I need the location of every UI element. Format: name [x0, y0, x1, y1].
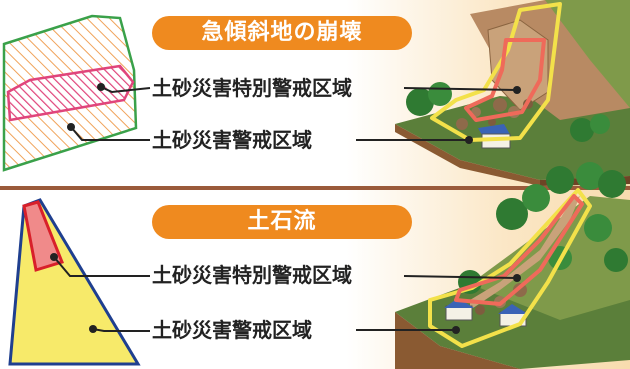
bottom-debris-flow-illustration	[356, 162, 630, 369]
steep-slope-collapse-title: 急傾斜地の崩壊	[152, 16, 412, 50]
bottom-illust-special-leader	[403, 275, 518, 279]
bottom-illustration-warning-outline	[428, 188, 592, 348]
top-special-warning-zone-label: 土砂災害特別警戒区域	[152, 76, 352, 100]
top-warning-zone-label: 土砂災害警戒区域	[152, 128, 312, 152]
bottom-special-leader	[53, 256, 150, 277]
top-zone-map	[2, 14, 151, 172]
top-illust-special-leader	[403, 87, 518, 91]
bottom-warning-zone-label: 土砂災害警戒区域	[152, 318, 312, 342]
top-special-leader	[100, 86, 151, 94]
top-warning-leader	[70, 126, 150, 141]
section-divider	[0, 186, 630, 190]
top-slope-illustration	[356, 0, 630, 186]
top-special-zone-area	[6, 64, 135, 122]
debris-flow-title: 土石流	[152, 205, 412, 239]
bottom-zone-map	[8, 198, 150, 366]
bottom-warning-leader	[92, 328, 150, 332]
top-illustration-special-outline	[464, 38, 546, 122]
bottom-illustration-special-outline	[454, 194, 584, 306]
bottom-special-warning-zone-label: 土砂災害特別警戒区域	[152, 263, 352, 287]
bottom-special-zone-area	[22, 200, 64, 272]
